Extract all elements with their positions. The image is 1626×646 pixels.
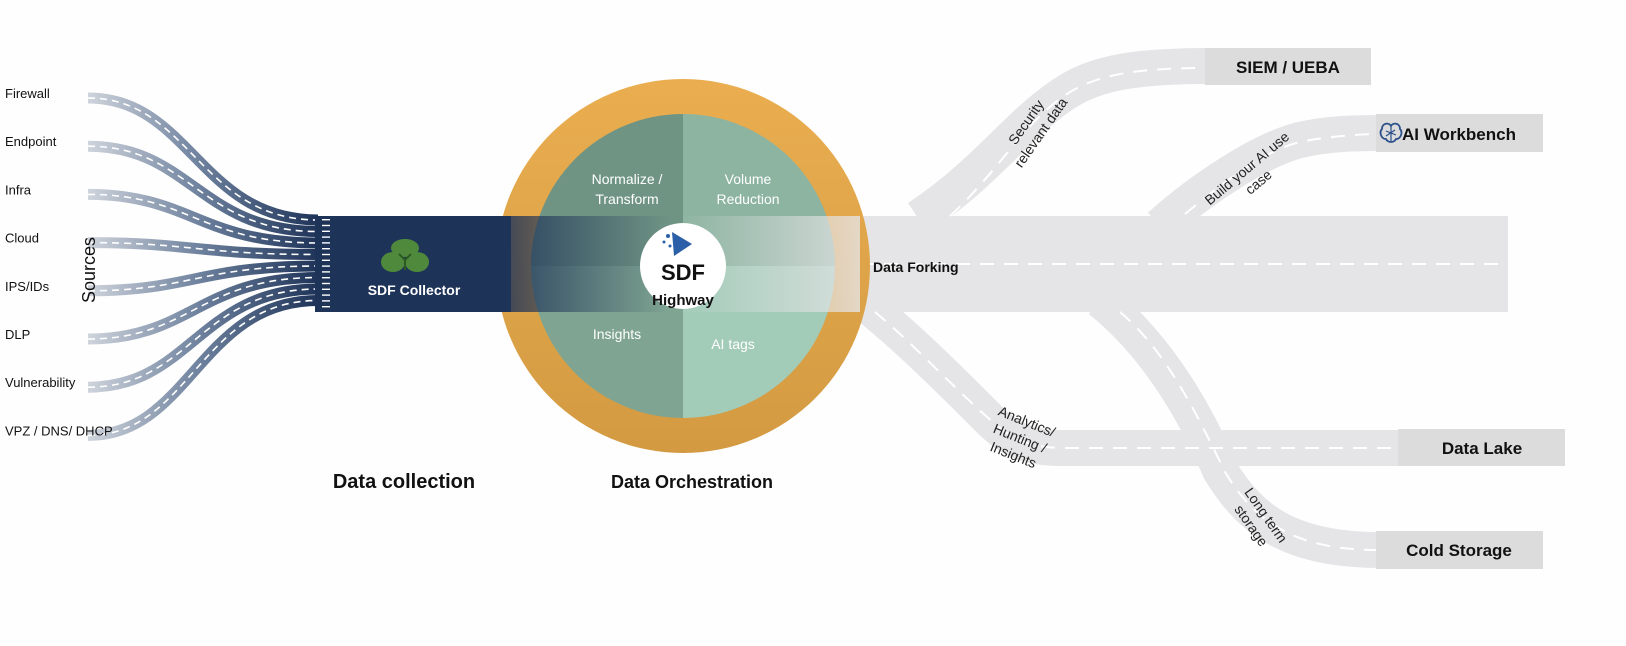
- collector-lanes: [315, 216, 331, 312]
- sdf-arrow-logo-icon: [662, 232, 692, 256]
- source-road-lane: [87, 193, 319, 244]
- collector-tick: [322, 300, 330, 302]
- collector-tick: [322, 219, 330, 221]
- collector-tick: [322, 288, 330, 290]
- source-road-lane: [87, 145, 319, 233]
- source-label: IPS/IDs: [5, 279, 50, 294]
- collector-fade: [470, 216, 670, 312]
- collector-tick: [322, 253, 330, 256]
- data-orchestration-label: Data Orchestration: [611, 472, 773, 492]
- collector-tick: [322, 236, 330, 238]
- brain-icon: [1379, 122, 1403, 143]
- destination-cold-storage-label: Cold Storage: [1406, 541, 1512, 560]
- data-forking-label: Data Forking: [873, 259, 959, 275]
- center-subtitle: Highway: [652, 292, 714, 309]
- collector-label: SDF Collector: [368, 282, 461, 298]
- quadrant-label-insights: Insights: [593, 326, 641, 342]
- source-road: [87, 295, 319, 441]
- sdf-collector-logo-icon: [381, 239, 429, 272]
- quadrant-label-volume-2: Reduction: [716, 191, 779, 207]
- center-badge: [640, 223, 726, 309]
- source-road-lane: [87, 299, 319, 437]
- output-roads: [849, 48, 1508, 568]
- source-road-lane: [87, 97, 319, 221]
- collector-tick: [322, 242, 330, 244]
- collector-tick: [322, 294, 330, 296]
- sources-axis-label: Sources: [79, 237, 99, 303]
- destination-cold-storage: Cold Storage: [1376, 531, 1543, 569]
- source-label: DLP: [5, 327, 30, 342]
- quadrant-label-normalize-2: Transform: [595, 191, 658, 207]
- destination-ai-workbench-label: AI Workbench: [1402, 125, 1516, 144]
- collector-tick: [322, 224, 330, 227]
- collector-tick: [322, 306, 330, 308]
- collector-tick: [322, 271, 330, 273]
- destination-siem-label: SIEM / UEBA: [1236, 58, 1340, 77]
- source-label: Infra: [5, 182, 32, 197]
- collector-tick: [322, 259, 330, 261]
- destination-data-lake: Data Lake: [1398, 429, 1565, 466]
- collector-tick: [322, 282, 330, 285]
- source-road-lane: [87, 288, 319, 388]
- data-collection-label: Data collection: [333, 471, 475, 493]
- collector-tick: [322, 277, 330, 279]
- source-road-lane: [87, 241, 319, 256]
- source-road-lane: [87, 276, 319, 340]
- destination-ai-workbench: AI Workbench: [1376, 114, 1543, 152]
- destination-siem: SIEM / UEBA: [1205, 48, 1371, 85]
- source-label: Endpoint: [5, 134, 57, 149]
- source-label: Cloud: [5, 231, 39, 246]
- source-roads: [87, 92, 319, 441]
- collector-ticks: [322, 219, 330, 308]
- quadrant-label-normalize-1: Normalize /: [592, 171, 663, 187]
- source-label: Firewall: [5, 86, 50, 101]
- source-label: Vulnerability: [5, 375, 76, 390]
- source-road-lane: [87, 265, 319, 292]
- quadrant-label-volume-1: Volume: [725, 171, 772, 187]
- collector-tick: [322, 248, 330, 250]
- source-label: VPZ / DNS/ DHCP: [5, 423, 113, 438]
- center-title: SDF: [661, 260, 705, 285]
- collector-tick: [322, 265, 330, 267]
- destination-data-lake-label: Data Lake: [1442, 439, 1522, 458]
- collector-tick: [322, 230, 330, 232]
- quadrant-label-ai-tags: AI tags: [711, 336, 755, 352]
